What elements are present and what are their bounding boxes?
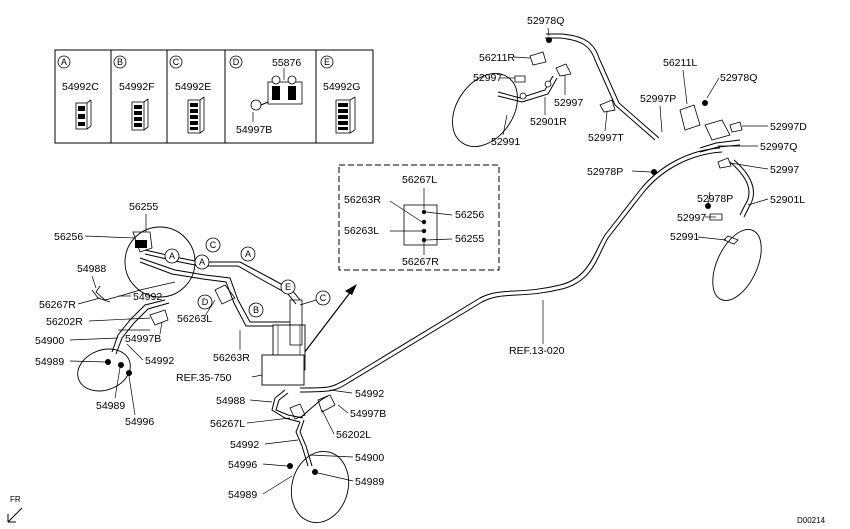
callout-c-1: C — [210, 240, 217, 250]
legend-box: A 54992C B 54992F — [54, 49, 374, 144]
legend-part-b: 54992F — [119, 81, 155, 93]
legend-letter-c: C — [173, 57, 180, 67]
legend-part-c: 54992E — [175, 81, 211, 93]
junction-block-icon — [267, 75, 303, 105]
label-ref-35-750: REF.35-750 — [176, 372, 232, 384]
fr-label: FR — [10, 495, 21, 504]
front-assembly — [77, 226, 350, 523]
label-52997-a: 52997 — [473, 72, 502, 84]
label-54989-b: 54989 — [96, 400, 125, 412]
part-labels: 52978Q 56211R 52997 52997 52991 52901R 5… — [35, 15, 807, 501]
label-54997b-a: 54997B — [125, 333, 161, 345]
label-52991-b: 52991 — [670, 231, 699, 243]
clip-e-icon — [187, 96, 205, 134]
callout-a-1: A — [169, 251, 175, 261]
detail-top-label: 56267L — [402, 174, 437, 186]
detail-pointer-arrow — [303, 284, 357, 354]
front-arrow-icon — [7, 507, 23, 523]
label-54992-d: 54992 — [230, 439, 259, 451]
label-54989-c: 54989 — [228, 489, 257, 501]
legend-item-e: E 54992G — [320, 55, 360, 134]
callout-a-2: A — [199, 257, 205, 267]
label-56202l: 56202L — [336, 429, 371, 441]
label-54989-a: 54989 — [35, 356, 64, 368]
detail-right-upper-label: 56256 — [455, 209, 484, 221]
label-56211l: 56211L — [663, 57, 697, 69]
clip-f-icon — [131, 98, 149, 131]
clip-g-icon — [335, 96, 356, 134]
label-54900-b: 54900 — [355, 452, 384, 464]
front-direction-indicator: FR — [7, 495, 23, 523]
label-56263r: 56263R — [213, 352, 250, 364]
callout-d: D — [202, 297, 209, 307]
legend-item-c: C 54992E — [169, 55, 211, 134]
label-54992-c: 54992 — [355, 388, 384, 400]
label-54992-a: 54992 — [133, 291, 162, 303]
label-52978q-top: 52978Q — [527, 15, 564, 27]
label-56202r: 56202R — [46, 316, 83, 328]
detail-right-lower-label: 56255 — [455, 233, 484, 245]
label-56267l: 56267L — [210, 418, 245, 430]
label-54988-a: 54988 — [77, 263, 106, 275]
label-52997-b: 52997 — [554, 97, 583, 109]
detail-left-upper-label: 56263R — [344, 194, 381, 206]
label-56255: 56255 — [129, 201, 158, 213]
label-54997b-b: 54997B — [350, 408, 386, 420]
legend-part-a: 54992C — [62, 81, 99, 93]
label-52978q-right: 52978Q — [720, 72, 757, 84]
label-52978p-b: 52978P — [697, 193, 733, 205]
label-52901r: 52901R — [530, 116, 567, 128]
label-56263l: 56263L — [177, 313, 212, 325]
detail-left-lower-label: 56263L — [344, 225, 379, 237]
legend-item-a: A 54992C — [57, 55, 99, 130]
legend-part-d: 55876 — [272, 57, 301, 69]
label-52978p-a: 52978P — [587, 166, 623, 178]
detail-connector-block — [403, 204, 438, 246]
legend-letter-b: B — [117, 57, 123, 67]
label-52997d: 52997D — [770, 121, 807, 133]
label-56267r: 56267R — [39, 299, 76, 311]
callout-b: B — [253, 305, 259, 315]
callout-c-2: C — [320, 293, 327, 303]
label-52997p: 52997P — [640, 93, 676, 105]
label-52991-a: 52991 — [491, 136, 520, 148]
figure-code: D00214 — [797, 516, 826, 525]
label-52997t: 52997T — [588, 132, 624, 144]
label-54992-b: 54992 — [145, 355, 174, 367]
main-brake-lines — [299, 33, 741, 393]
label-54996-a: 54996 — [125, 416, 154, 428]
legend-item-d: D 55876 54997B — [229, 55, 303, 136]
label-ref-13-020: REF.13-020 — [509, 345, 565, 357]
legend-letter-e: E — [324, 57, 330, 67]
callout-a-3: A — [245, 249, 251, 259]
label-52997-d: 52997 — [677, 212, 706, 224]
legend-letter-a: A — [61, 57, 67, 67]
callout-e: E — [285, 282, 291, 292]
detail-box: 56267L 56263R 56263L 56256 56255 56267R — [338, 164, 500, 271]
label-56256: 56256 — [54, 231, 83, 243]
legend-item-b: B 54992F — [113, 55, 155, 131]
label-52997q: 52997Q — [760, 141, 797, 153]
label-54988-b: 54988 — [216, 395, 245, 407]
label-56211r: 56211R — [479, 52, 515, 64]
label-54989-d: 54989 — [355, 476, 384, 488]
label-52901l: 52901L — [770, 194, 805, 206]
legend-part-d-bolt: 54997B — [236, 124, 272, 136]
label-52997-c: 52997 — [770, 164, 799, 176]
legend-part-e: 54992G — [323, 81, 360, 93]
bolt-icon — [250, 99, 269, 111]
detail-bottom-label: 56267R — [402, 256, 439, 268]
label-54996-b: 54996 — [228, 459, 257, 471]
clip-c-icon — [75, 99, 92, 130]
legend-letter-d: D — [233, 57, 240, 67]
callout-circles: A C A A D B E C — [164, 237, 331, 318]
label-54900-a: 54900 — [35, 335, 64, 347]
